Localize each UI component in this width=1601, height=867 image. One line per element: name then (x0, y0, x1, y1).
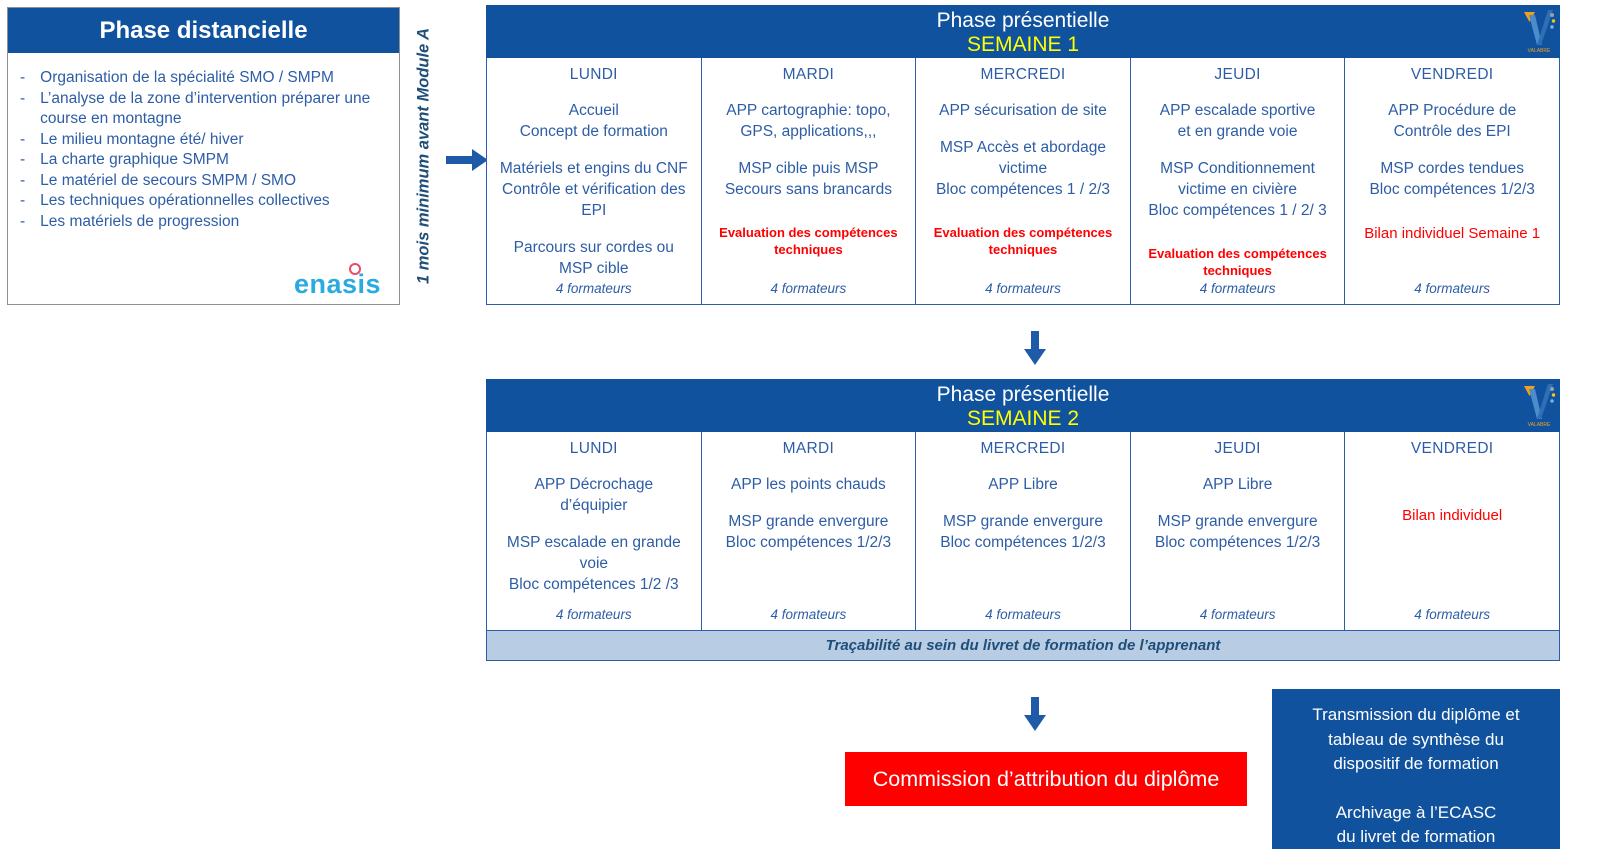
day-evaluation: Bilan individuel Semaine 1 (1364, 225, 1541, 242)
week2-days: LUNDI APP Décrochage d’équipier MSP esca… (486, 432, 1560, 631)
enasis-logo-text: enasis (293, 269, 381, 299)
day-activity: MSP grande envergure Bloc compétences 1/… (1154, 513, 1321, 551)
week2-title: Phase présentielle (936, 383, 1110, 406)
day-activity: MSP cordes tendues Bloc compétences 1/2/… (1369, 160, 1535, 198)
valabre-logo-text: VALABRE (1528, 422, 1551, 428)
week2-subtitle: SEMAINE 2 (966, 407, 1080, 430)
day-label: VENDREDI (1410, 440, 1494, 457)
week2-day-mardi: MARDI APP les points chauds MSP grande e… (702, 432, 917, 630)
day-label: MERCREDI (980, 66, 1066, 83)
week1-day-jeudi: JEUDI APP escalade sportive et en grande… (1131, 58, 1346, 304)
week1-day-lundi: LUNDI Accueil Concept de formation Matér… (487, 58, 702, 304)
commission-box: Commission d’attribution du diplôme (845, 752, 1247, 806)
diploma-transmission-box: Transmission du diplôme et tableau de sy… (1272, 689, 1560, 849)
day-trainers: 4 formateurs (985, 281, 1061, 296)
day-activity: MSP escalade en grande voie Bloc compéte… (506, 534, 681, 593)
distance-phase-list: Organisation de la spécialité SMO / SMPM… (20, 68, 393, 232)
day-activity: Parcours sur cordes ou MSP cible (513, 239, 674, 277)
distance-phase-title: Phase distancielle (8, 8, 399, 53)
arrow-down-icon (1024, 331, 1046, 370)
week1-day-mercredi: MERCREDI APP sécurisation de site MSP Ac… (916, 58, 1131, 304)
day-trainers: 4 formateurs (1414, 607, 1491, 622)
day-activity: APP Libre (988, 476, 1058, 493)
week1-day-mardi: MARDI APP cartographie: topo, GPS, appli… (702, 58, 917, 304)
week1-table: Phase présentielle SEMAINE 1 VALABRE LUN… (486, 5, 1560, 305)
distance-phase-item: Le matériel de secours SMPM / SMO (20, 171, 393, 192)
week1-header: Phase présentielle SEMAINE 1 VALABRE (486, 5, 1560, 58)
week1-subtitle: SEMAINE 1 (966, 33, 1080, 56)
week2-header: Phase présentielle SEMAINE 2 VALABRE (486, 379, 1560, 432)
day-label: MARDI (782, 66, 835, 83)
distance-phase-item: Le milieu montagne été/ hiver (20, 130, 393, 151)
day-trainers: 4 formateurs (770, 607, 847, 622)
day-activity: Matériels et engins du CNF Contrôle et v… (499, 160, 688, 219)
day-evaluation: Evaluation des compétences techniques (1148, 246, 1327, 278)
day-label: LUNDI (569, 440, 618, 457)
day-label: VENDREDI (1410, 66, 1494, 83)
distance-phase-item: L’analyse de la zone d’intervention prép… (20, 89, 393, 130)
arrow-right-icon (446, 149, 488, 176)
day-evaluation: Bilan individuel (1402, 507, 1503, 524)
valabre-logo: VALABRE (1521, 381, 1557, 434)
day-trainers: 4 formateurs (1414, 281, 1491, 296)
distance-phase-item: Les techniques opérationnelles collectiv… (20, 191, 393, 212)
day-label: JEUDI (1214, 440, 1261, 457)
week2-day-mercredi: MERCREDI APP Libre MSP grande envergure … (916, 432, 1131, 630)
day-activity: APP Décrochage d’équipier (534, 476, 654, 514)
week1-title: Phase présentielle (936, 9, 1110, 32)
day-activity: MSP grande envergure Bloc compétences 1/… (940, 513, 1106, 551)
day-evaluation: Evaluation des compétences techniques (933, 225, 1113, 257)
archive-text: Archivage à l’ECASC du livret de formati… (1335, 802, 1497, 847)
enasis-logo: enasis (293, 263, 381, 300)
day-trainers: 4 formateurs (555, 281, 632, 296)
day-trainers: 4 formateurs (1199, 607, 1276, 622)
enasis-ring-icon (349, 263, 361, 275)
day-evaluation: Evaluation des compétences techniques (719, 225, 898, 257)
day-activity: MSP grande envergure Bloc compétences 1/… (725, 513, 892, 551)
arrow-down-icon (1024, 697, 1046, 736)
week2-day-vendredi: VENDREDI Bilan individuel 4 formateurs (1345, 432, 1559, 630)
day-activity: MSP Accès et abordage victime Bloc compé… (935, 139, 1110, 198)
day-trainers: 4 formateurs (555, 607, 632, 622)
week2-table: Phase présentielle SEMAINE 2 VALABRE LUN… (486, 379, 1560, 661)
valabre-logo-text: VALABRE (1528, 48, 1551, 54)
day-activity: APP Procédure de Contrôle des EPI (1388, 102, 1517, 140)
day-activity: APP sécurisation de site (939, 102, 1107, 119)
distance-phase-panel: Phase distancielle Organisation de la sp… (7, 7, 400, 305)
day-label: JEUDI (1214, 66, 1261, 83)
traceability-bar: Traçabilité au sein du livret de formati… (486, 631, 1560, 661)
valabre-logo: VALABRE (1521, 7, 1557, 60)
day-trainers: 4 formateurs (1199, 281, 1276, 296)
distance-phase-item: Organisation de la spécialité SMO / SMPM (20, 68, 393, 89)
week2-day-lundi: LUNDI APP Décrochage d’équipier MSP esca… (487, 432, 702, 630)
day-trainers: 4 formateurs (985, 607, 1061, 622)
week2-day-jeudi: JEUDI APP Libre MSP grande envergure Blo… (1131, 432, 1346, 630)
distance-phase-item: Les matériels de progression (20, 212, 393, 233)
transmission-text: Transmission du diplôme et tableau de sy… (1312, 705, 1520, 773)
day-activity: APP les points chauds (730, 476, 886, 493)
day-activity: Accueil Concept de formation (519, 102, 668, 140)
day-activity: APP cartographie: topo, GPS, application… (726, 102, 891, 140)
day-label: MERCREDI (980, 440, 1066, 457)
module-a-delay-note: 1 mois minimum avant Module A (414, 27, 433, 285)
day-label: LUNDI (569, 66, 618, 83)
day-activity: MSP cible puis MSP Secours sans brancard… (724, 160, 892, 198)
distance-phase-item: La charte graphique SMPM (20, 150, 393, 171)
day-activity: MSP Conditionnement victime en civière B… (1148, 160, 1327, 219)
day-label: MARDI (782, 440, 835, 457)
day-activity: APP escalade sportive et en grande voie (1159, 102, 1316, 140)
week1-day-vendredi: VENDREDI APP Procédure de Contrôle des E… (1345, 58, 1559, 304)
day-trainers: 4 formateurs (770, 281, 847, 296)
week1-days: LUNDI Accueil Concept de formation Matér… (486, 58, 1560, 305)
day-activity: APP Libre (1202, 476, 1273, 493)
